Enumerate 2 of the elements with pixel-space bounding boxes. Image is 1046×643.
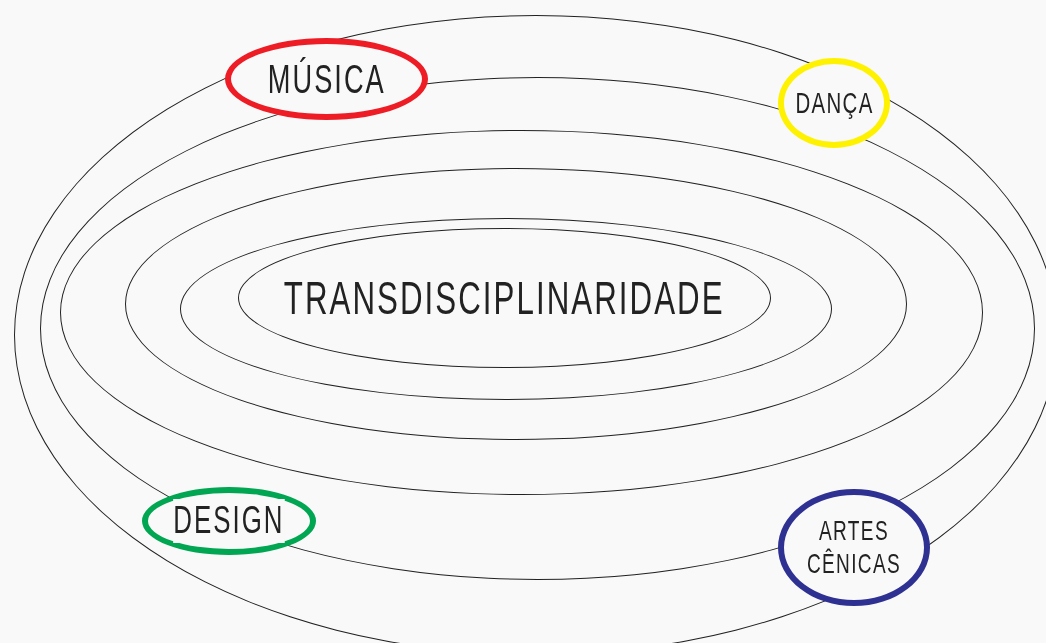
ring-ellipse: [60, 130, 983, 495]
ellipse-label: DESIGN: [173, 499, 285, 543]
